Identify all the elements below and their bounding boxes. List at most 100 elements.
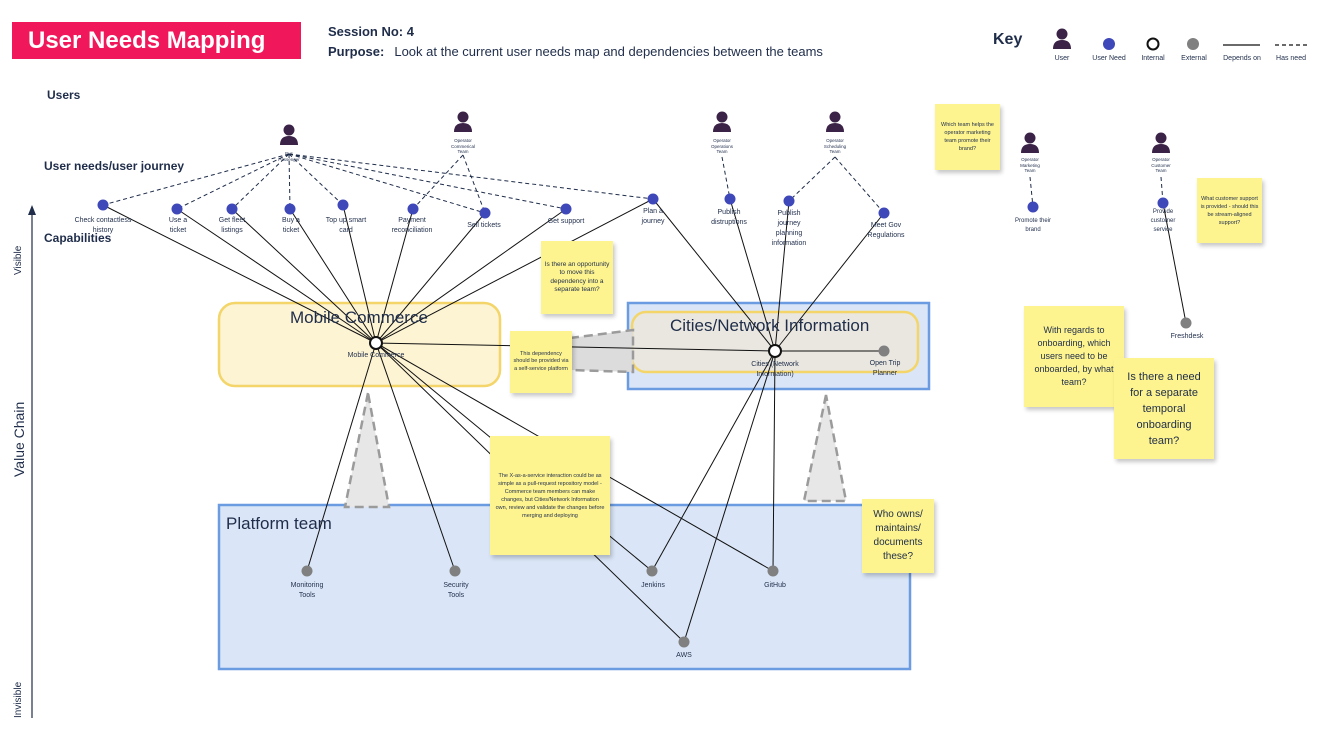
component-label-mobile-commerce: Mobile Commerce [347,352,405,359]
key-external-label: External [1181,55,1207,62]
key-user-icon [1053,28,1071,49]
invisible-label: Invisible [13,681,24,718]
need-label-publish-disruptions: Publish distruptions [711,209,747,226]
user-label-operator-customer: Operator Customer Team [1151,157,1171,173]
component-label-monitoring: Monitoring Tools [290,582,324,599]
need-label-use-ticket: Use a ticket [168,217,188,234]
note-temporal-team[interactable]: Is there a need for a separate temporal … [1114,358,1214,459]
component-label-github: GitHub [764,582,786,589]
session-number: Session No: 4 [328,24,414,39]
key-user-label: User [1054,55,1070,62]
need-label-promote-brand: Promote their brand [1014,218,1051,233]
key-internal-label: Internal [1141,55,1165,62]
need-label-top-up: Top up smart card [325,217,367,234]
user-label-operator-operations: Operator Operations Team [710,138,733,154]
external-node-github[interactable] [767,565,779,577]
user-need-nodes [97,193,1169,219]
component-label-aws: AWS [676,652,692,659]
external-node-freshdesk[interactable] [1180,317,1192,329]
component-label-cities: Cities (Network Information) [751,361,799,378]
key-need-symbol [1103,38,1115,50]
need-label-sell-tickets: Sell tickets [467,222,501,229]
need-label-publish-journey: Publish journey planning information [771,210,807,247]
purpose: Purpose: Look at the current user needs m… [328,44,823,59]
key-external-symbol [1187,38,1199,50]
need-node-get-support[interactable] [560,203,572,215]
mobile-commerce-region [217,301,502,388]
cities-region-title: Cities/Network Information [670,316,870,335]
need-node-publish-disruptions[interactable] [724,193,736,205]
user-needs-section-label: User needs/user journey [44,159,185,173]
need-label-meet-gov: Meet Gov Regulations [867,222,905,239]
need-label-fleet-listings: Get fleet listings [218,217,246,234]
external-node-monitoring[interactable] [301,565,313,577]
platform-team-region-title: Platform team [226,514,332,533]
user-icon-operator-scheduling [826,111,844,132]
key-need-label: User Need [1092,55,1126,62]
need-label-provide-support: Provide customer service [1150,209,1176,233]
internal-node-cities[interactable] [768,344,782,358]
user-label-operator-marketing: Operator Marketing Team [1020,157,1040,173]
user-label-bus-passenger: Bus Passenger [278,151,300,162]
user-icon-operator-commercial [454,111,472,132]
note-self-service[interactable]: This dependency should be provided via a… [510,331,572,393]
need-node-buy-ticket[interactable] [284,203,296,215]
need-node-promote-brand[interactable] [1027,201,1039,213]
visible-label: Visible [13,245,24,275]
need-node-top-up[interactable] [337,199,349,211]
component-label-security: Security Tools [443,582,469,599]
need-label-get-support: Get support [547,218,585,225]
user-label-operator-scheduling: Operator Scheduling Team [823,138,847,154]
value-chain-arrowhead [28,205,36,215]
page-title: User Needs Mapping [28,27,266,54]
user-icon-bus-passenger [280,124,298,145]
need-node-check-contactless[interactable] [97,199,109,211]
external-nodes [301,317,1192,648]
purpose-label: Purpose: [328,44,385,59]
note-customer-support[interactable]: What customer support is provided - shou… [1197,178,1262,243]
note-who-owns[interactable]: Who owns/ maintains/ documents these? [862,499,934,573]
purpose-text: Look at the current user needs map and d… [394,44,823,59]
need-node-sell-tickets[interactable] [479,207,491,219]
component-label-open-trip-planner: Open Trip Planner [869,360,901,377]
external-node-security[interactable] [449,565,461,577]
external-node-open-trip-planner[interactable] [878,345,890,357]
key-depends-label: Depends on [1223,55,1261,62]
component-label-freshdesk: Freshdesk [1170,333,1204,340]
title-banner: User Needs Mapping [12,22,301,59]
capabilities-section-label: Capabilities [44,231,112,245]
need-node-provide-support[interactable] [1157,197,1169,209]
depends-on-links [102,198,1187,643]
commerce-cities-connector [568,328,635,374]
mobile-commerce-region-title: Mobile Commerce [290,308,428,327]
need-node-fleet-listings[interactable] [226,203,238,215]
key-has-need-label: Has need [1276,55,1306,62]
internal-node-mobile-commerce[interactable] [369,336,383,350]
has-need-links [102,153,1164,214]
note-separate-team[interactable]: Is there an opportunity to move this dep… [541,241,613,314]
key-internal-symbol [1146,37,1160,51]
note-marketing-team[interactable]: Which team helps the operator marketing … [935,104,1000,170]
key-title: Key [993,31,1023,48]
cities-platform-triangle [802,394,848,503]
need-label-plan-journey: Plan a journey [641,208,665,225]
need-label-buy-ticket: Buy a ticket [282,217,300,234]
need-node-plan-journey[interactable] [647,193,659,205]
commerce-platform-triangle [343,392,391,509]
need-node-payment-reconciliation[interactable] [407,203,419,215]
external-node-jenkins[interactable] [646,565,658,577]
user-icon-operator-marketing [1021,132,1039,153]
user-label-operator-commercial: Operator Commerical Team [450,138,475,154]
need-node-publish-journey[interactable] [783,195,795,207]
need-node-use-ticket[interactable] [171,203,183,215]
user-icon-operator-customer [1152,132,1170,153]
note-x-as-a-service[interactable]: The X-as-a-service interaction could be … [490,436,610,555]
users-section-label: Users [47,88,81,102]
need-node-meet-gov[interactable] [878,207,890,219]
need-label-check-contactless: Check contactless history [74,217,132,234]
note-onboarding[interactable]: With regards to onboarding, which users … [1024,306,1124,407]
external-node-aws[interactable] [678,636,690,648]
component-label-jenkins: Jenkins [641,582,665,589]
need-label-payment-reconciliation: Payment reconciliation [391,217,433,234]
user-icon-operator-operations [713,111,731,132]
